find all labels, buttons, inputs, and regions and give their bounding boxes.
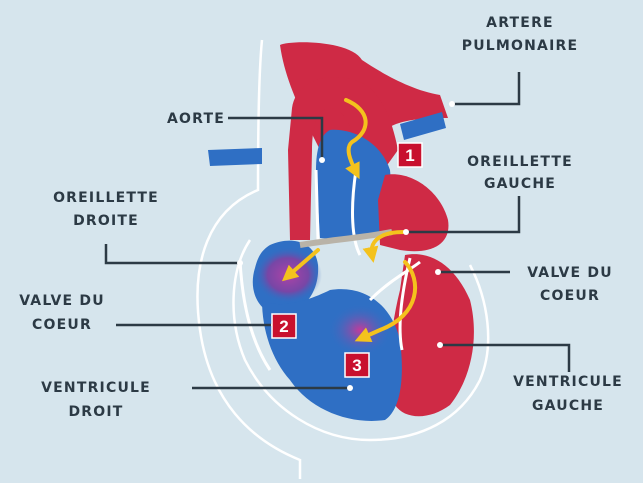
left-atrium (378, 174, 448, 251)
leader-od (106, 244, 240, 263)
label-ventricule-gauche-1: VENTRICULE (513, 374, 623, 390)
marker-1: 1 (398, 143, 422, 167)
svg-text:1: 1 (405, 146, 414, 165)
label-ventricule-droit-1: VENTRICULE (41, 380, 151, 396)
label-valve-du-coeur-left-2: COEUR (32, 317, 92, 333)
svg-text:2: 2 (279, 317, 288, 336)
label-artere-pulmonaire-1: ARTERE (486, 15, 554, 31)
label-oreillette-droite-1: OREILLETTE (53, 190, 159, 206)
label-valve-du-coeur-left-1: VALVE DU (19, 293, 105, 309)
label-oreillette-droite-2: DROITE (73, 213, 139, 229)
label-oreillette-gauche-1: OREILLETTE (467, 154, 573, 170)
label-valve-du-coeur-right-1: VALVE DU (527, 265, 613, 281)
marker-2: 2 (272, 314, 296, 338)
label-ventricule-gauche-2: GAUCHE (532, 398, 604, 414)
right-ventricle (262, 289, 402, 421)
vena-cava-left (208, 148, 262, 166)
left-ventricle (390, 254, 474, 416)
label-aorte: AORTE (167, 111, 225, 127)
svg-text:3: 3 (352, 356, 361, 375)
leader-artere (452, 72, 519, 104)
label-artere-pulmonaire-2: PULMONAIRE (462, 38, 579, 54)
label-ventricule-droit-2: DROIT (68, 404, 123, 420)
label-valve-du-coeur-right-2: COEUR (540, 288, 600, 304)
label-oreillette-gauche-2: GAUCHE (484, 176, 556, 192)
marker-3: 3 (345, 353, 369, 377)
